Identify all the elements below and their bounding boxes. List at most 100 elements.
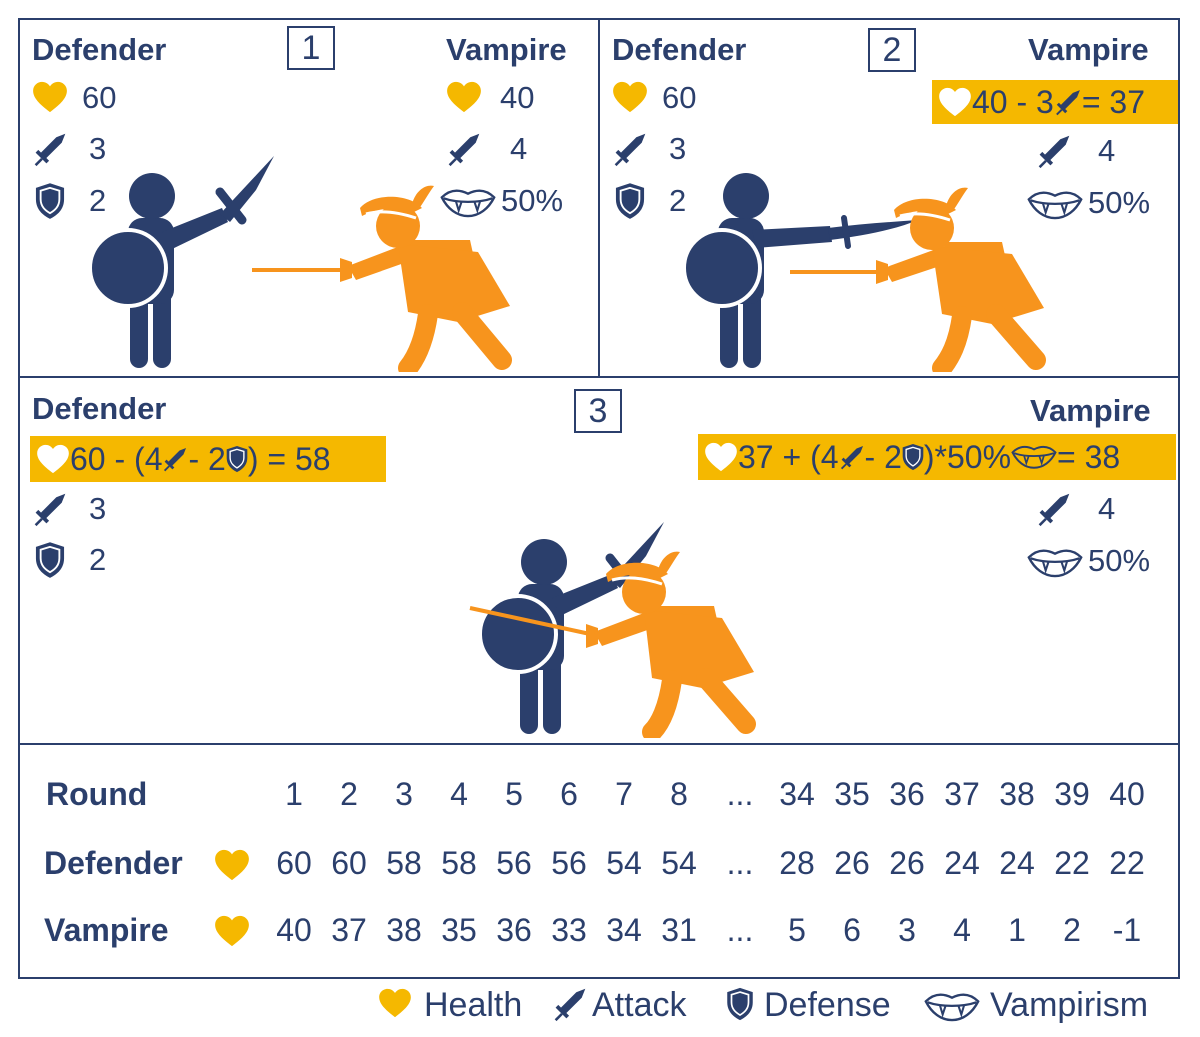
- table-cell-defender-health: 60: [331, 845, 367, 881]
- table-cell-defender-health: 56: [496, 845, 532, 881]
- panel-2-defender-attack: 3: [669, 131, 687, 166]
- table-cell-round: 5: [505, 776, 523, 812]
- table-divider: [18, 743, 1180, 745]
- fangs-icon: [1027, 546, 1083, 580]
- table-cell-vampire-health: 33: [551, 912, 587, 948]
- panel-3-vampire-health-result: = 38: [1057, 439, 1121, 475]
- table-cell-vampire-health: 38: [386, 912, 422, 948]
- panel-2-vampire-vampirism: 50%: [1088, 185, 1151, 220]
- table-cell-defender-health: 22: [1054, 845, 1090, 881]
- panel-1-vampire-attack: 4: [510, 131, 528, 166]
- heart-icon: [36, 444, 70, 474]
- table-cell-defender-health: 24: [999, 845, 1035, 881]
- panel-3-defender-title: Defender: [32, 391, 167, 426]
- table-cell-defender-health: ...: [726, 845, 754, 881]
- table-cell-defender-health: 54: [661, 845, 697, 881]
- panel-3-vampire-vampirism: 50%: [1088, 543, 1151, 578]
- table-cell-vampire-health: 4: [953, 912, 971, 948]
- panel-1-defender-health: 60: [82, 80, 117, 115]
- table-row-label-vampire: Vampire: [44, 912, 169, 948]
- table-cell-vampire-health: 1: [1008, 912, 1026, 948]
- heart-icon: [446, 81, 482, 113]
- panel-3-vampire-health-highlight: 37 + (4 - 2 )*50% = 38: [698, 434, 1176, 480]
- table-cell-round: 3: [395, 776, 413, 812]
- table-row-label-round: Round: [46, 776, 148, 812]
- table-cell-round: ...: [726, 776, 754, 812]
- table-cell-round: 6: [560, 776, 578, 812]
- heart-icon: [378, 988, 412, 1018]
- sword-icon: [162, 445, 188, 473]
- panel-1-vampire-vampirism: 50%: [501, 183, 564, 218]
- panel-divider-vertical: [598, 18, 600, 376]
- panel-2-vampire-health-result: = 37: [1081, 84, 1145, 120]
- sword-icon: [446, 131, 482, 167]
- shield-icon: [226, 445, 248, 473]
- defender-figure: [682, 173, 918, 368]
- table-cell-round: 35: [834, 776, 870, 812]
- table-cell-defender-health: 58: [441, 845, 477, 881]
- table-cell-defender-health: 26: [889, 845, 925, 881]
- table-cell-vampire-health: ...: [726, 912, 754, 948]
- heart-icon: [32, 81, 68, 113]
- table-cell-round: 7: [615, 776, 633, 812]
- table-cell-defender-health: 28: [779, 845, 815, 881]
- panel-3-defender-health-highlight: 60 - (4 - 2 ) = 58: [30, 436, 386, 482]
- panel-divider-horizontal: [18, 376, 1180, 378]
- table-cell-vampire-health: -1: [1112, 912, 1142, 948]
- panel-2-defender-title: Defender: [612, 32, 747, 67]
- heart-icon: [612, 81, 648, 113]
- sword-icon: [32, 131, 68, 167]
- sword-icon: [1054, 87, 1082, 117]
- defender-figure: [90, 156, 274, 368]
- panel-2-vampire-title: Vampire: [1028, 32, 1149, 67]
- panel-1-number: 1: [287, 26, 335, 70]
- table-cell-vampire-health: 35: [441, 912, 477, 948]
- panel-3-vampire-attack: 4: [1098, 491, 1116, 526]
- heart-icon: [704, 442, 738, 472]
- table-cell-vampire-health: 31: [661, 912, 697, 948]
- heart-icon: [214, 849, 250, 881]
- panel-1-vampire-health: 40: [500, 80, 535, 115]
- panel-2-vampire-health-highlight: 40 - 3 = 37: [932, 80, 1178, 124]
- sword-icon: [1036, 491, 1072, 527]
- table-cell-vampire-health: 3: [898, 912, 916, 948]
- table-cell-round: 4: [450, 776, 468, 812]
- table-cell-vampire-health: 2: [1063, 912, 1081, 948]
- table-cell-defender-health: 58: [386, 845, 422, 881]
- panel-3-vampire-title: Vampire: [1030, 393, 1151, 428]
- shield-icon: [615, 182, 645, 220]
- table-row-label-defender: Defender: [44, 845, 183, 881]
- legend-health-label: Health: [424, 986, 523, 1024]
- table-cell-round: 2: [340, 776, 358, 812]
- panel-3-vampire-health-defense-term: - 2: [864, 439, 902, 475]
- legend-defense-label: Defense: [764, 986, 891, 1024]
- table-cell-vampire-health: 6: [843, 912, 861, 948]
- panel-2-number: 2: [868, 28, 916, 72]
- panel-3-vampire-health-expr: 37 + (4: [738, 439, 839, 475]
- shield-icon: [35, 182, 65, 220]
- panel-2-defender-health: 60: [662, 80, 697, 115]
- panel-2-vampire-attack: 4: [1098, 133, 1116, 168]
- table-cell-defender-health: 54: [606, 845, 642, 881]
- sword-icon: [552, 986, 588, 1022]
- table-cell-vampire-health: 36: [496, 912, 532, 948]
- table-cell-defender-health: 22: [1109, 845, 1145, 881]
- table-cell-round: 36: [889, 776, 925, 812]
- table-cell-round: 39: [1054, 776, 1090, 812]
- panel-3-defender-attack: 3: [89, 491, 107, 526]
- sword-icon: [32, 491, 68, 527]
- panel-3-defender-health-result: ) = 58: [247, 441, 331, 477]
- panel-1-defender-attack: 3: [89, 131, 107, 166]
- sword-icon: [612, 131, 648, 167]
- heart-icon: [214, 915, 250, 947]
- panel-1-vampire-title: Vampire: [446, 32, 567, 67]
- table-cell-defender-health: 56: [551, 845, 587, 881]
- legend-vampirism-label: Vampirism: [990, 986, 1149, 1024]
- heart-icon: [938, 87, 972, 117]
- fangs-icon: [1011, 443, 1057, 471]
- table-cell-round: 8: [670, 776, 688, 812]
- panel-2-vampire-health-expr: 40 - 3: [972, 84, 1054, 120]
- vampire-figure: [469, 551, 756, 738]
- table-cell-vampire-health: 34: [606, 912, 642, 948]
- panel-1-defender-defense: 2: [89, 183, 107, 218]
